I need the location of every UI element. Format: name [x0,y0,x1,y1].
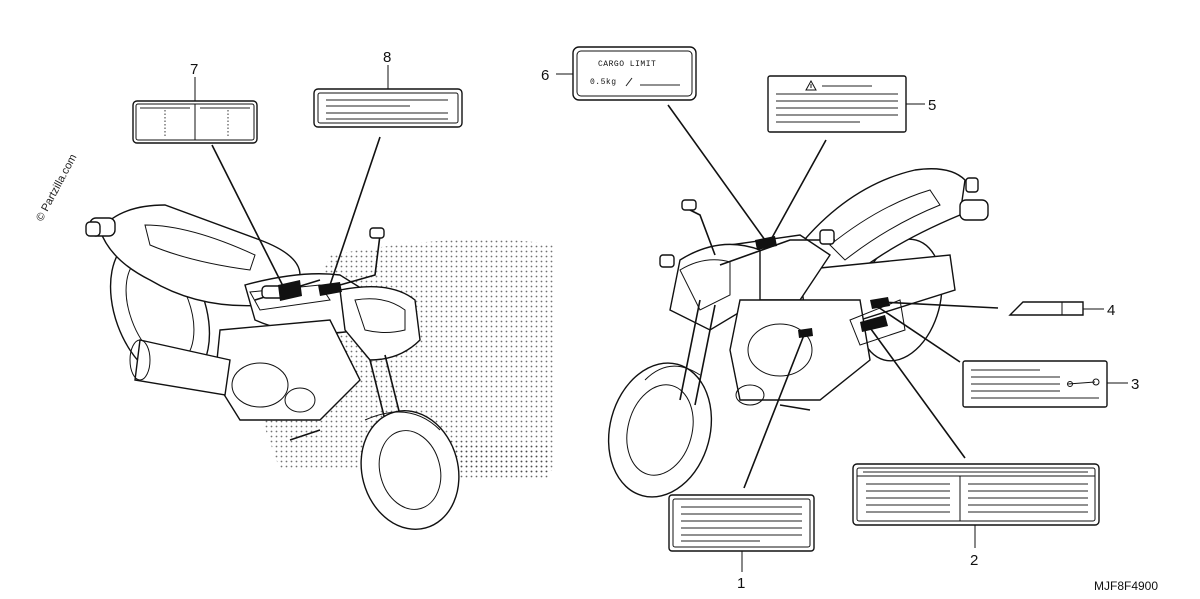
label-2-sticker [852,463,1100,526]
callout-5: 5 [928,97,936,114]
cargo-limit-title: CARGO LIMIT [598,60,656,69]
right-motorcycle-illustration [607,168,989,498]
callout-7: 7 [190,61,198,78]
callout-2: 2 [970,552,978,569]
label-5-warning-sticker [767,75,907,133]
label-6-cargo-limit-sticker: CARGO LIMIT 0.5kg [572,46,697,101]
label-4-sticker [1008,301,1084,316]
left-motorcycle-illustration [85,204,555,530]
label-3-sticker [962,360,1108,408]
callout-6: 6 [541,67,549,84]
callout-3: 3 [1131,376,1139,393]
callout-8: 8 [383,49,391,66]
watermark-text: © Partzilla.com [34,152,79,223]
callout-1: 1 [737,575,745,592]
leader-lines [194,65,1128,572]
label-7-sticker [132,100,258,144]
diagram-code: MJF8F4900 [1094,579,1158,593]
callout-4: 4 [1107,302,1115,319]
cargo-limit-weight: 0.5kg [590,78,617,87]
label-8-sticker [313,88,463,128]
label-1-sticker [668,494,815,552]
